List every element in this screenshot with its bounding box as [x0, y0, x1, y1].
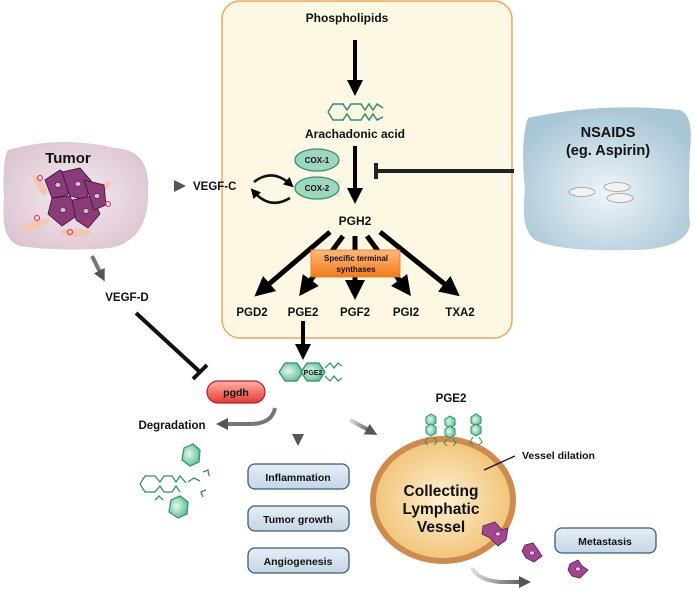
pge2-receptors-icon — [424, 413, 483, 447]
tumor-cell-cluster — [3, 141, 149, 250]
product-pgf2: PGF2 — [340, 307, 370, 319]
degraded-molecule-icon — [139, 443, 210, 519]
arrow-tumor-to-vegfd — [90, 255, 105, 282]
nsaids-label-line2: (eg. Aspirin) — [566, 143, 650, 159]
cox1-enzyme — [294, 148, 340, 172]
pge2-molecule-label: PGE2 — [304, 370, 323, 377]
pgh2-label: PGH2 — [339, 214, 372, 228]
effect-tumor-growth-label: Tumor growth — [263, 514, 333, 526]
effect-inflammation-label: Inflammation — [265, 472, 330, 484]
vessel-pge2-label: PGE2 — [436, 393, 467, 405]
degradation-label: Degradation — [138, 420, 205, 432]
arrow-to-vessel — [349, 418, 378, 435]
pgdh-label: pgdh — [223, 387, 249, 399]
vegfd-label: VEGF-D — [105, 292, 148, 304]
vessel-dilation-pointer — [483, 455, 516, 471]
aspirin-pills-icon — [568, 182, 634, 203]
arachidonic-acid-molecule-icon — [327, 102, 384, 122]
effect-inflammation: Inflammation — [247, 463, 350, 490]
product-pgi2: PGI2 — [393, 307, 419, 319]
metastasis-box: Metastasis — [554, 527, 657, 554]
cox2-enzyme — [294, 176, 340, 200]
product-txa2: TXA2 — [445, 307, 474, 319]
vegfc-label: VEGF-C — [193, 181, 236, 193]
metastatic-cell-nuclei — [495, 531, 581, 572]
cox2-label: COX-2 — [305, 184, 330, 193]
pge2-molecule-icon — [278, 362, 343, 382]
vessel-label-line3: Vessel — [417, 519, 465, 536]
vegfd-inhibits-pgdh-line — [134, 311, 202, 374]
product-pgd2: PGD2 — [236, 307, 267, 319]
phospholipids-label: Phospholipids — [306, 11, 389, 25]
vessel-label-line1: Collecting — [404, 483, 479, 500]
metastasis-label: Metastasis — [578, 536, 632, 548]
synthases-box — [310, 249, 401, 278]
pgdh-enzyme — [206, 380, 266, 404]
effect-angiogenesis: Angiogenesis — [247, 547, 350, 574]
arrow-vessel-to-metastasis — [470, 566, 531, 588]
effect-angiogenesis-label: Angiogenesis — [264, 556, 333, 568]
cox2-to-vegfc-arrow — [250, 188, 291, 205]
nsaids-bubble — [523, 107, 691, 251]
arachidonic-acid-label: Arachadonic acid — [305, 127, 405, 141]
arrow-to-degradation — [216, 407, 277, 430]
nsaids-label-line1: NSAIDS — [581, 125, 636, 141]
vegfc-to-cox2-arrow — [253, 174, 294, 188]
synthases-label-line1: Specific terminal — [324, 254, 388, 263]
arrow-pgh2-to-txa2 — [378, 230, 460, 297]
vessel-label-line2: Lymphatic — [403, 501, 480, 518]
arrow-pgh2-to-pgd2 — [254, 230, 332, 297]
cox1-label: COX-1 — [305, 156, 330, 165]
vessel-dilation-label: Vessel dilation — [522, 450, 595, 462]
inhibition-bar-pgdh — [191, 363, 209, 381]
effect-tumor-growth: Tumor growth — [247, 505, 350, 532]
product-pge2: PGE2 — [288, 307, 319, 319]
collecting-lymphatic-vessel — [370, 436, 516, 564]
synthases-label-line2: synthases — [336, 265, 376, 274]
tumor-label: Tumor — [45, 150, 91, 167]
